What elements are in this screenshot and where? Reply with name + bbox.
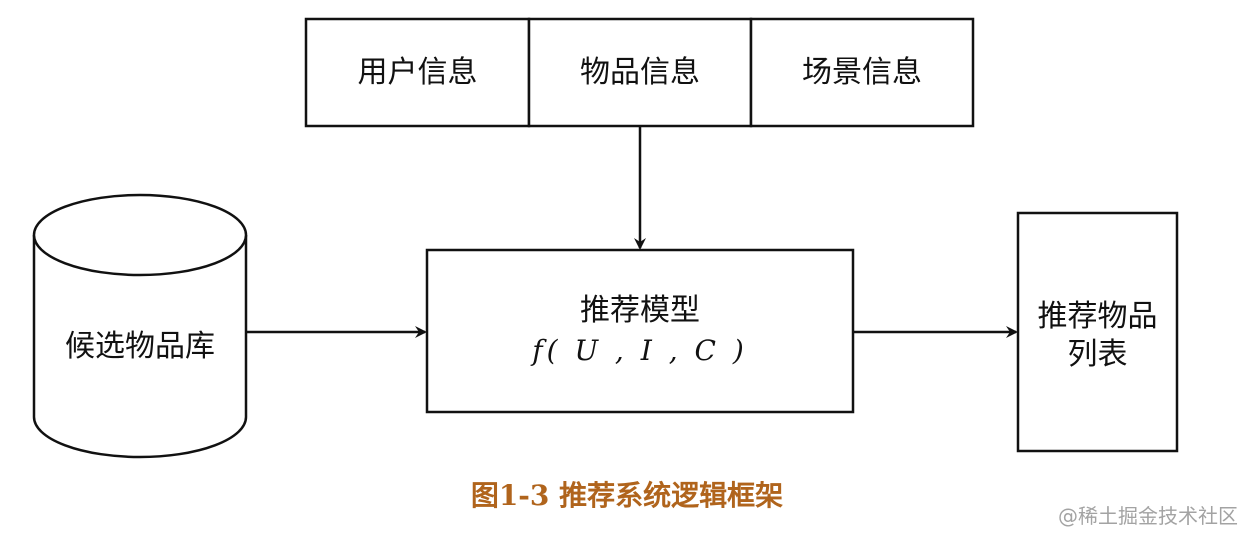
- scene-info-label: 场景信息: [802, 55, 922, 90]
- user-info-box: [304, 17, 531, 128]
- watermark: @稀土掘金技术社区: [1058, 504, 1238, 528]
- candidate-db-label: 候选物品库: [65, 329, 215, 364]
- output-list-box: [1016, 211, 1179, 453]
- item-info-box: [527, 17, 753, 128]
- model-label: 推荐模型: [580, 293, 700, 328]
- item-info-label: 物品信息: [580, 55, 700, 90]
- figure-caption: 图1-3 推荐系统逻辑框架: [470, 479, 784, 512]
- model-box: [425, 248, 855, 414]
- output-label-line1: 推荐物品: [1037, 299, 1158, 334]
- output-label-line2: 列表: [1067, 337, 1128, 372]
- user-info-label: 用户信息: [357, 55, 478, 90]
- candidate-db-cylinder: [32, 193, 248, 459]
- model-formula: f( U , I , C ): [532, 334, 748, 367]
- scene-info-box: [749, 17, 975, 128]
